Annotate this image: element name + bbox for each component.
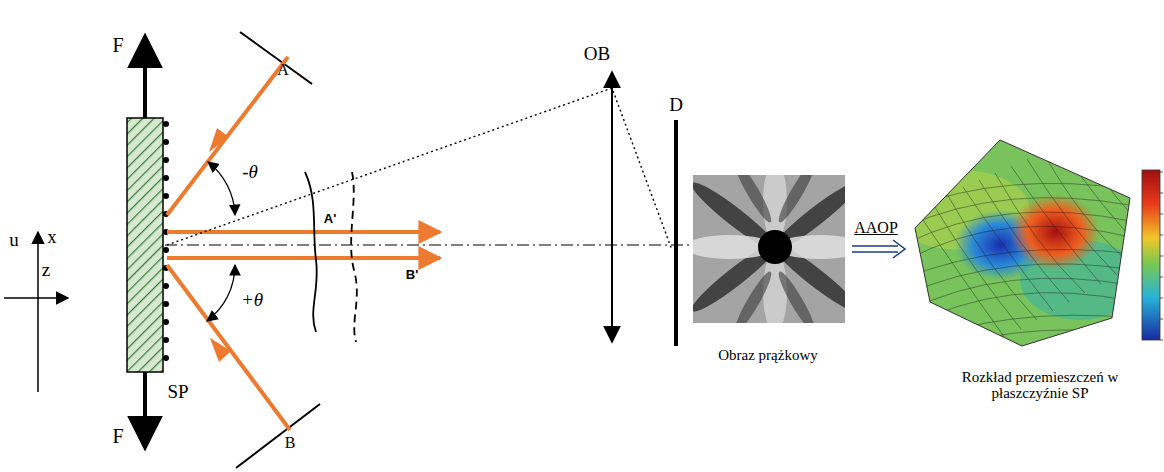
tick xyxy=(1160,319,1163,320)
wavefront xyxy=(305,172,317,332)
wavefront xyxy=(351,172,357,342)
mesh-line xyxy=(905,249,1135,278)
detector-label: D xyxy=(669,95,683,116)
grating-dot xyxy=(163,247,169,253)
axis-label: x xyxy=(48,228,57,248)
grating-dot xyxy=(163,301,169,307)
surface-outline xyxy=(915,140,1130,346)
tick xyxy=(1160,256,1163,257)
plot-caption: Rozkład przemieszczeń w płaszczyźnie SP xyxy=(953,369,1128,402)
displacement-surface xyxy=(890,117,1164,397)
fringe-image xyxy=(693,175,845,323)
laser-beams xyxy=(167,57,440,430)
mesh-line xyxy=(1011,166,1101,284)
color-bar-ticks xyxy=(1160,172,1163,340)
tick xyxy=(1160,172,1163,173)
grating-dot xyxy=(163,283,169,289)
axes xyxy=(4,232,68,392)
specimen-label: SP xyxy=(167,382,188,403)
mirror-label: A xyxy=(277,61,289,79)
grating-dot xyxy=(163,337,169,343)
tick xyxy=(1160,193,1163,194)
angle-label: +θ xyxy=(241,290,263,311)
mesh-line xyxy=(905,264,1135,295)
angle-arcs xyxy=(207,162,235,321)
tick xyxy=(1160,298,1163,299)
mesh-line xyxy=(905,226,1135,261)
grating-dots xyxy=(163,121,169,361)
force-label: F xyxy=(112,34,123,56)
mesh-line xyxy=(905,293,1135,329)
detector xyxy=(674,120,678,346)
mesh-line xyxy=(905,183,1135,210)
mesh-line xyxy=(905,330,1135,363)
mesh-line xyxy=(995,173,1085,293)
mesh-line xyxy=(963,187,1053,311)
tick xyxy=(1160,340,1163,341)
grating-dot xyxy=(163,175,169,181)
axis-label: z xyxy=(42,260,50,281)
mesh-line xyxy=(1043,152,1133,266)
grating-dot xyxy=(163,139,169,145)
grating-dot xyxy=(163,121,169,127)
mirror-label: B xyxy=(285,434,296,452)
color-bar xyxy=(1142,170,1160,340)
specimen xyxy=(127,118,163,372)
force-label: F xyxy=(112,425,123,447)
beam-label: B' xyxy=(406,268,418,282)
process-arrow xyxy=(852,240,905,258)
ray xyxy=(167,88,672,250)
tick xyxy=(1160,235,1163,236)
method-label: AAOP xyxy=(854,219,898,237)
mesh-line xyxy=(905,315,1135,346)
lens-label: OB xyxy=(584,44,610,65)
axis-label: u xyxy=(9,230,19,251)
image-caption: Obraz prążkowy xyxy=(718,347,818,364)
grating-dot xyxy=(163,319,169,325)
beam-label: A' xyxy=(322,212,338,226)
mesh-line xyxy=(905,212,1135,244)
mesh-line xyxy=(1027,159,1117,275)
lens xyxy=(611,72,613,342)
grating-dot xyxy=(163,193,169,199)
grating-dot xyxy=(163,157,169,163)
grating-dot xyxy=(163,355,169,361)
angle-label: -θ xyxy=(242,162,258,183)
tick xyxy=(1160,214,1163,215)
mirror xyxy=(240,32,312,84)
tick xyxy=(1160,277,1163,278)
mesh-line xyxy=(915,208,1005,338)
